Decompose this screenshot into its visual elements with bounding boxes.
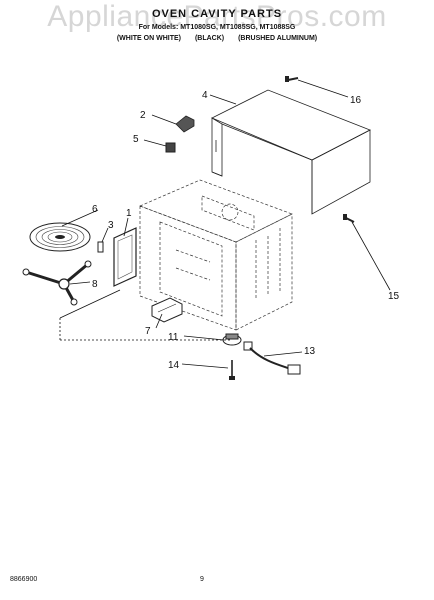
watermark: AppliancePartsPros.com [47,0,387,33]
callout-15: 15 [388,291,400,302]
callout-11: 11 [168,332,179,343]
oven-cavity-frame [139,179,293,331]
screw-15 [343,214,355,223]
callout-7: 7 [145,326,151,337]
callout-6: 6 [92,204,98,215]
screw-14 [229,360,235,380]
callout-1: 1 [126,208,132,219]
color-variant-3: (BRUSHED ALUMINUM) [238,35,318,42]
callout-3: 3 [108,220,114,231]
spacer-5 [165,142,176,153]
coupler [97,241,104,253]
callout-8: 8 [92,279,98,290]
document-code: 8866900 [10,576,38,583]
page-number: 9 [200,576,204,583]
callout-16: 16 [350,95,362,106]
callout-5: 5 [133,134,139,145]
color-variants: (WHITE ON WHITE) (BLACK) (BRUSHED ALUMIN… [0,35,434,42]
glass-turntable [29,222,91,252]
callout-13: 13 [304,346,316,357]
callout-14: 14 [168,360,180,371]
thermal-switch [222,333,242,346]
callout-4: 4 [202,90,208,101]
color-variant-1: (WHITE ON WHITE) [116,35,181,42]
screw-16 [285,76,299,82]
wire-harness [243,341,301,375]
bracket-7 [151,297,183,323]
waveguide-cover [113,227,137,287]
color-variant-2: (BLACK) [194,35,225,42]
bracket-2 [175,115,195,133]
turntable-support [22,260,92,306]
cabinet-wrapper [211,89,371,215]
callout-2: 2 [140,110,146,121]
page-title: OVEN CAVITY PARTS [151,8,283,20]
model-list: For Models: MT1080SG, MT1085SG, MT1088SG [138,24,296,31]
